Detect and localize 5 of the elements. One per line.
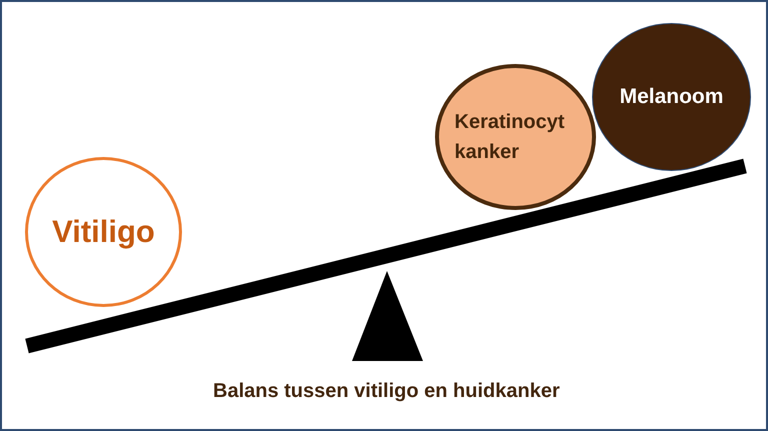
caption: Balans tussen vitiligo en huidkanker	[213, 379, 560, 404]
circle-label: Keratinocyt kanker	[454, 110, 566, 165]
circle-weight	[25, 157, 182, 307]
circle-label: Melanoom	[620, 84, 724, 110]
circle-label: Vitiligo	[52, 214, 155, 250]
